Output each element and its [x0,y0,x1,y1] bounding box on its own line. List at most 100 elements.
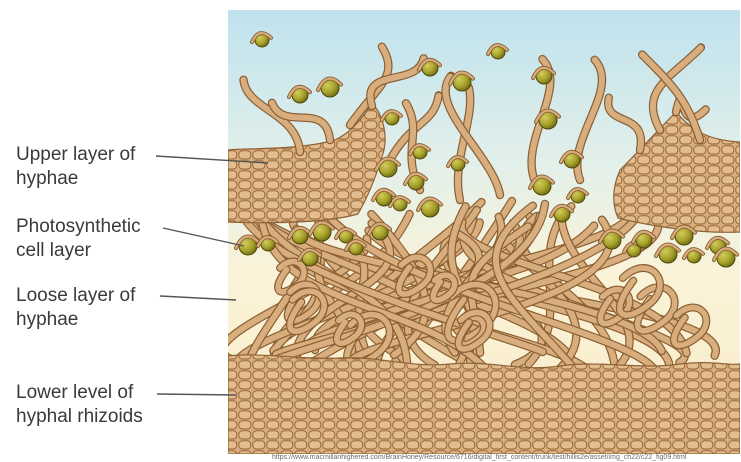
algal-cell [287,84,312,104]
label-loose-layer-line2: hyphae [16,309,79,330]
hypha-wrap-fill [446,156,469,168]
source-url: https://www.macmillanhighered.com/BrainH… [272,454,687,461]
hypha-wrap-fill [705,236,730,250]
hypha-wrap-fill [380,110,403,122]
hypha-wrap-fill [549,204,574,218]
hypha-body [442,72,503,198]
label-loose-layer-line1: Loose layer of [16,285,136,306]
hypha-wrap-fill [250,32,273,44]
algal-cell [256,235,279,252]
algal-cell [417,57,442,77]
algal-cell [388,195,411,212]
hypha-strand [638,50,705,145]
hypha-wrap-fill [448,71,475,86]
algal-cell [559,149,584,169]
hypha-wrap-fill [256,236,279,248]
hypha-body [387,92,442,163]
hypha-wrap-fill [344,240,367,252]
algal-cell [712,246,739,268]
hypha-body [396,254,434,297]
algal-cell [308,220,335,242]
hypha-wrap-fill [559,150,584,164]
hypha-wrap-fill [287,85,312,99]
hypha-strand [237,208,547,357]
algal-cell [403,171,428,191]
algal-cell [566,187,589,204]
hypha-strand [670,303,711,350]
algal-cell [316,76,343,98]
algal-cells [234,31,739,268]
hypha-wrap-fill [682,248,705,260]
hypha-wrap-fill [374,157,401,172]
algal-cell [250,31,273,48]
hypha-body [240,76,303,155]
hypha-body [493,202,580,375]
hypha-strand [453,83,475,205]
label-lower-level-line1: Lower level of [16,382,134,403]
algal-cell [416,196,443,218]
hypha-wrap-fill [654,243,681,258]
algal-cell [682,247,705,264]
hypha-wrap-fill [403,172,428,186]
label-photosynthetic-line2: cell layer [16,240,91,261]
pointer-loose-layer [159,295,237,301]
hypha-wrap-fill [334,228,357,240]
pointer-upper-layer [155,155,269,164]
algal-cell [287,225,312,245]
algal-cell [297,247,322,267]
hypha-wrap-fill [371,188,396,202]
hypha-wrap-fill [531,66,556,80]
hypha-body [639,51,703,143]
lower-rhizoid-layer [228,354,740,454]
algal-cell [448,70,475,92]
upper-cortex-right [613,111,740,233]
algal-cell [670,224,697,246]
label-loose-layer-of-hyphae: Loose layer of hyphae [16,284,135,332]
hypha-strand [239,75,305,157]
hypha-body [269,99,333,143]
hypha-wrap-fill [631,230,656,244]
hypha-strand [491,201,581,376]
hypha-strand [441,71,505,200]
algal-cell [367,221,392,241]
algal-cell [344,239,367,256]
hypha-strand [283,280,323,325]
hypha-body [334,311,365,346]
algal-cell [446,155,469,172]
label-upper-layer-line2: hyphae [16,168,79,189]
hypha-strand [385,91,443,165]
hypha-body [430,272,458,303]
algal-cell [528,174,555,196]
label-lower-level-of-hyphal-rhizoids: Lower level of hyphal rhizoids [16,381,143,429]
hypha-body [617,265,663,318]
hypha-strand [267,98,335,145]
hypha-body [287,288,327,334]
hypha-strand [604,93,646,155]
hypha-wrap-fill [316,77,343,92]
hypha-body [238,209,546,355]
hypha-wrap-fill [388,196,411,208]
algal-cell [374,156,401,178]
algal-cell [549,203,574,223]
algal-cell [486,43,509,60]
label-upper-layer-of-hyphae: Upper layer of hyphae [16,143,135,191]
hypha-wrap-fill [598,229,625,244]
hypha-wrap-fill [528,175,555,190]
hypha-wrap-fill [408,144,431,156]
hypha-wrap-fill [367,222,392,236]
algal-cell [598,228,625,250]
loose-hyphae-network [228,195,720,384]
hypha-wrap-fill [417,58,442,72]
upper-cortex-left [228,103,386,224]
algal-cell [371,187,396,207]
pointer-lower-level [156,393,237,396]
hypha-body [454,84,474,203]
hypha-wrap-fill [297,248,322,262]
hypha-wrap-fill [486,44,509,56]
hypha-wrap-fill [712,247,739,262]
hypha-body [455,309,493,352]
algal-cell [334,227,357,244]
hypha-strand [615,264,664,319]
hypha-strand [332,310,366,348]
